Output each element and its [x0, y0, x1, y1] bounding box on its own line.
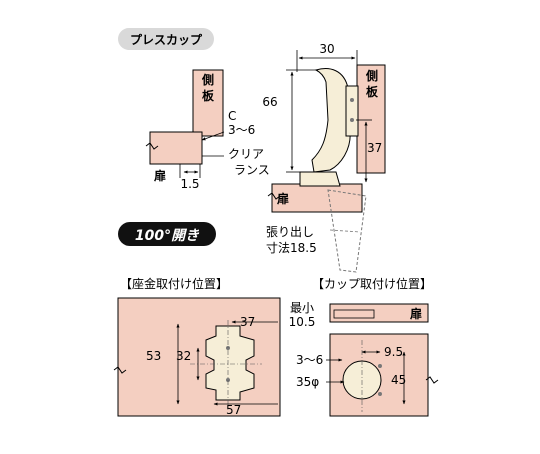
cup-title: 【カップ取付け位置】: [312, 276, 432, 291]
cup-position-view: 【カップ取付け位置】 扉 最小 10.5 9.5 3〜6 35φ 45: [289, 276, 439, 417]
side-panel-main-label-1: 側: [365, 68, 378, 83]
side-panel-rect: [192, 69, 224, 137]
side-view-small: 側 板 側板 扉 C 3〜6 クリア ランス 1.5: [145, 69, 270, 191]
plate-dim-53: 53: [146, 349, 161, 363]
press-cup-badge: プレスカップ: [118, 28, 214, 50]
cup-screw-b: [378, 364, 382, 368]
door-rect-small: [149, 131, 203, 165]
door-main-label: 扉: [277, 191, 289, 206]
open-angle-badge: 100°開き: [118, 222, 216, 246]
side-panel-main: [356, 64, 386, 174]
overhang-label-1: 張り出し: [266, 225, 314, 239]
plate-dim-37: 37: [240, 315, 255, 329]
cup-dim-45: 45: [391, 373, 406, 387]
door-label-small: 扉: [154, 168, 166, 183]
plate-title: 【座金取付け位置】: [120, 276, 228, 291]
c-label: C: [228, 109, 236, 123]
press-cup-badge-bg: [118, 28, 214, 50]
plate-screw-a: [350, 98, 354, 102]
c-range: 3〜6: [228, 123, 255, 137]
plate-screw-b: [350, 118, 354, 122]
press-cup-badge-label: プレスカップ: [130, 32, 203, 47]
break-mark-main: [267, 192, 281, 200]
clearance-label-1: クリア: [228, 147, 264, 161]
cup-min-label-1: 最小: [290, 301, 314, 315]
side-panel-label-1: 側: [201, 72, 214, 87]
hinge-cup: [299, 171, 341, 187]
overhang-label-2: 寸法18.5: [266, 241, 317, 255]
open-door-centerline: [329, 229, 361, 233]
clearance-value: 1.5: [180, 177, 199, 191]
dim-66: 66: [262, 95, 277, 109]
plate-dim-32: 32: [176, 349, 191, 363]
break-mark-small: [145, 142, 159, 150]
cup-top-recess: [333, 309, 375, 319]
dim-30: 30: [319, 42, 334, 56]
hinge-arm: [311, 68, 351, 173]
mounting-plate: [205, 325, 255, 401]
plate-dim-57: 57: [226, 403, 241, 417]
plate-panel: [117, 297, 281, 417]
cup-side-strip: [329, 303, 429, 323]
cup-dim-95: 9.5: [384, 345, 403, 359]
plate-position-view: 【座金取付け位置】 37 53 32 57: [113, 276, 281, 417]
hinge-side-view: 側 板 扉 30 66 37 張り出し 寸法18.5: [262, 42, 386, 273]
cup-break-mark: [425, 376, 439, 384]
side-panel-label-2: 板: [202, 88, 215, 103]
open-angle-badge-bg: [118, 222, 216, 246]
cup-dim-range: 3〜6: [296, 353, 323, 367]
cup-dim-diameter: 35φ: [296, 375, 319, 389]
side-panel-main-label-2: 板: [366, 84, 379, 99]
c-leader: [201, 131, 225, 141]
open-door-outline: [327, 189, 367, 273]
cup-door-label: 扉: [410, 306, 422, 321]
dim-37: 37: [367, 141, 382, 155]
hinge-plate: [345, 85, 359, 137]
cup-min-label-2: 10.5: [289, 315, 316, 329]
plate-break-mark: [113, 366, 127, 374]
clearance-label-2: ランス: [234, 163, 270, 177]
open-angle-badge-label: 100°開き: [135, 228, 200, 244]
cup-screw-a: [378, 392, 382, 396]
